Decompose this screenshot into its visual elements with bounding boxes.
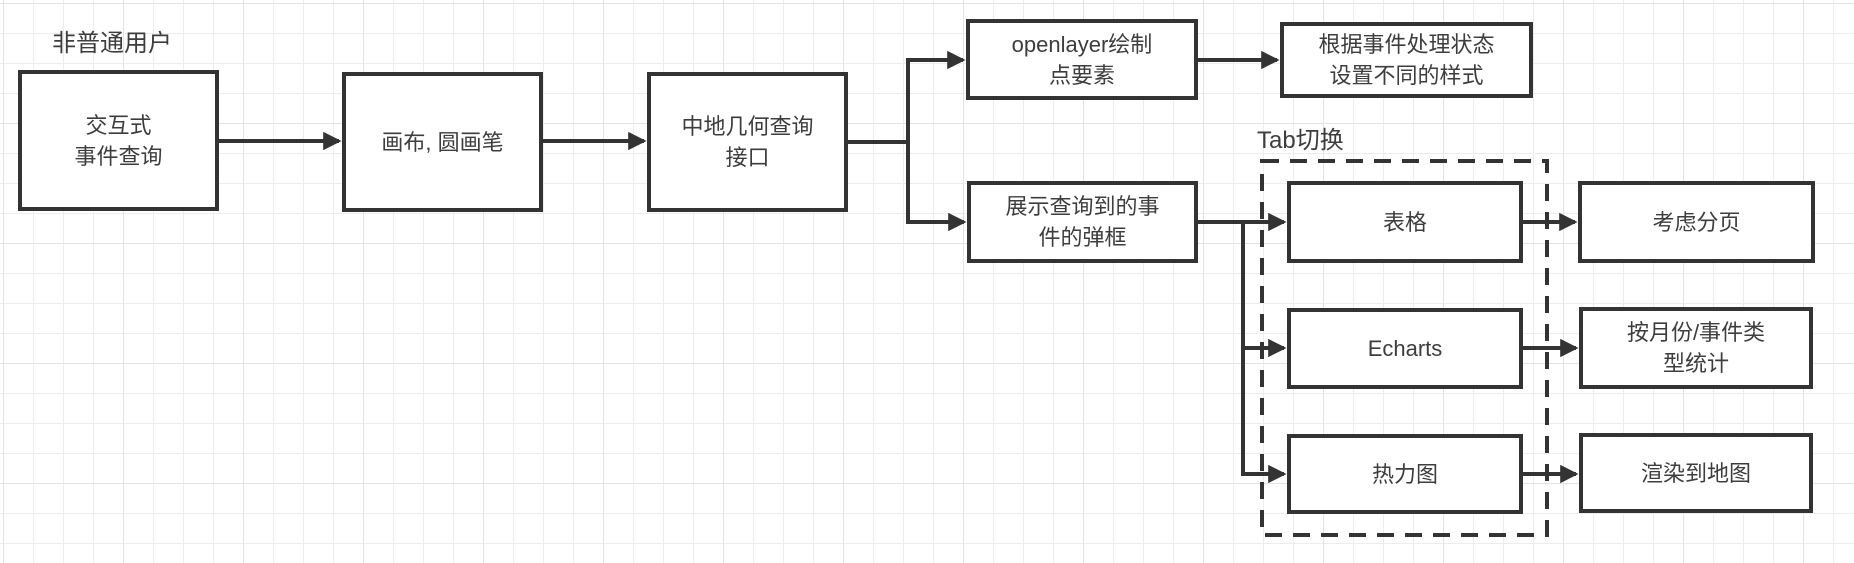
node-interactive-event-query[interactable]: 交互式 事件查询 [18, 70, 219, 211]
node-event-popup[interactable]: 展示查询到的事 件的弹框 [967, 181, 1198, 263]
tab-group-dashed-box [1260, 159, 1549, 537]
tab-switch-label: Tab切换 [1257, 127, 1344, 154]
node-tab-table[interactable]: 表格 [1287, 181, 1523, 263]
node-tab-heatmap[interactable]: 热力图 [1287, 434, 1523, 514]
node-openlayer-draw-points[interactable]: openlayer绘制 点要素 [966, 19, 1198, 100]
user-type-label: 非普通用户 [52, 30, 172, 57]
node-pagination[interactable]: 考虑分页 [1578, 181, 1815, 263]
node-monthly-type-stats[interactable]: 按月份/事件类 型统计 [1579, 307, 1813, 389]
node-render-to-map[interactable]: 渲染到地图 [1579, 433, 1813, 513]
node-tab-echarts[interactable]: Echarts [1287, 308, 1523, 389]
node-geometry-query-api[interactable]: 中地几何查询 接口 [647, 72, 848, 212]
node-style-by-status[interactable]: 根据事件处理状态 设置不同的样式 [1280, 22, 1533, 98]
node-canvas-brush[interactable]: 画布, 圆画笔 [342, 72, 543, 212]
